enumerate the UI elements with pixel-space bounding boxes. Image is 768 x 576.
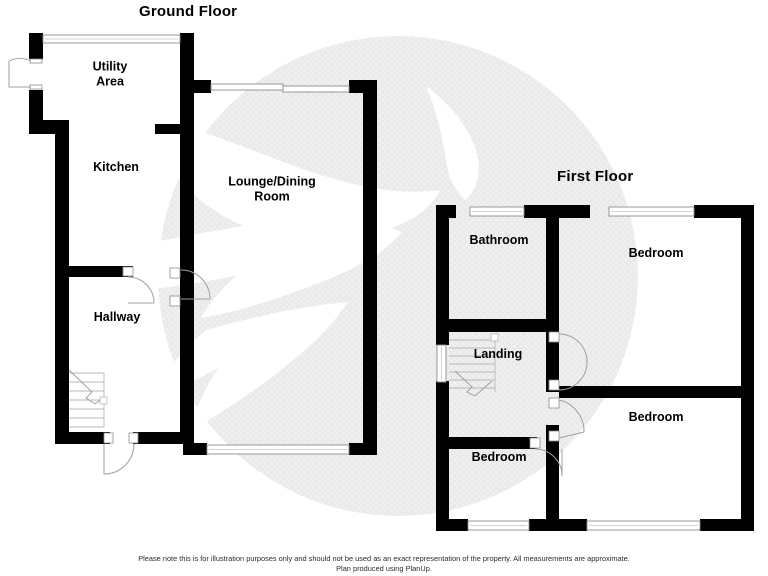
room-label-landing: Landing (473, 346, 523, 361)
ground-floor-walls (29, 33, 377, 455)
disclaimer-line-2: Plan produced using PlanUp. (336, 564, 432, 573)
ground-floor-title: Ground Floor (139, 3, 238, 20)
room-label-bedroom-rear-left: Bedroom (471, 449, 527, 464)
first-floor-title: First Floor (557, 168, 634, 185)
room-label-bedroom-rear-right: Bedroom (628, 409, 684, 424)
room-label-lounge-dining-room: Lounge/Dining Room (228, 174, 316, 204)
room-label-hallway: Hallway (93, 309, 141, 324)
ground-floor-doors (8, 58, 211, 475)
ground-floor-staircase (68, 369, 108, 428)
ground-floor-windows (42, 34, 350, 455)
first-floor-plan (436, 205, 754, 531)
ground-floor-plan (8, 33, 377, 475)
room-label-bathroom: Bathroom (469, 232, 529, 247)
first-floor-walls (436, 205, 754, 531)
room-label-bedroom-front-right: Bedroom (628, 245, 684, 260)
watermark-logo (158, 36, 638, 516)
first-floor-windows (436, 206, 701, 531)
first-floor-doors (529, 331, 588, 477)
room-label-kitchen: Kitchen (93, 159, 139, 174)
disclaimer-line-1: Please note this is for illustration pur… (138, 554, 630, 563)
first-floor-staircase (449, 333, 499, 397)
room-label-utility-area: Utility Area (92, 59, 128, 89)
